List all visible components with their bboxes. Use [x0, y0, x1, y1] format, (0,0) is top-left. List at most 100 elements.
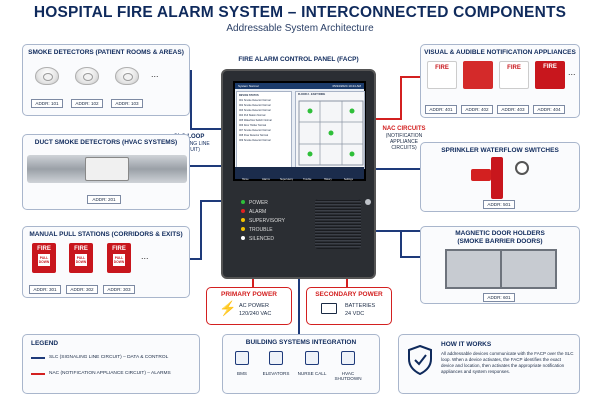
more-devices-ellipsis: ... — [568, 67, 576, 77]
elevators-label: ELEVATORS — [262, 371, 290, 376]
legend-title: LEGEND — [31, 340, 59, 347]
secondary-power-line — [346, 279, 348, 287]
horn-strobe-icon: FIRE — [535, 61, 565, 89]
smoke-detector-icon — [75, 67, 99, 85]
device-row[interactable]: 003 Smoke Detector Normal — [239, 109, 271, 112]
smoke-detector-icon — [115, 67, 139, 85]
duct-detectors-title: DUCT SMOKE DETECTORS (HVAC SYSTEMS) — [34, 139, 178, 146]
fire-alarm-control-panel: System Normal 05/24/2024 10:24 AM DEVICE… — [221, 69, 376, 279]
secondary-power-title: SECONDARY POWER — [315, 291, 383, 298]
power-led-icon — [241, 200, 245, 204]
nav-supervisory[interactable]: Supervisory — [279, 178, 294, 181]
led-trouble: TROUBLE — [241, 226, 273, 235]
address-tag: ADDR: 301 — [29, 285, 61, 294]
smoke-detector-icon — [35, 67, 59, 85]
device-row[interactable]: 002 Smoke Detector Normal — [239, 104, 271, 107]
address-tag: ADDR: 601 — [483, 293, 515, 302]
facp-screen[interactable]: System Normal 05/24/2024 10:24 AM DEVICE… — [233, 81, 366, 181]
pull-stations-panel: MANUAL PULL STATIONS (CORRIDORS & EXITS)… — [22, 226, 190, 298]
device-list-header: DEVICE STATUS — [239, 94, 259, 97]
device-row[interactable]: 006 Door Holder Normal — [239, 124, 267, 127]
horn-strobe-icon: FIRE — [499, 61, 529, 89]
nav-history[interactable]: History — [323, 178, 332, 181]
silenced-led-icon — [241, 236, 245, 240]
flow-switch-icon — [471, 169, 491, 181]
floor-plan-icon — [298, 100, 364, 166]
battery-icon — [321, 303, 337, 314]
address-tag: ADDR: 102 — [71, 99, 103, 108]
building-systems-title: BUILDING SYSTEMS INTEGRATION — [245, 339, 357, 346]
sprinkler-pipe-icon — [491, 157, 503, 199]
nac-line-top — [400, 76, 420, 78]
nac-circuits-label: NAC CIRCUITS (NOTIFICATION APPLIANCE CIR… — [382, 126, 426, 151]
slc-line-pull-join — [200, 200, 222, 202]
address-tag: ADDR: 303 — [103, 285, 135, 294]
speaker-grille — [315, 199, 361, 249]
address-tag: ADDR: 103 — [111, 99, 143, 108]
nav-alarms[interactable]: Alarms — [262, 178, 270, 181]
legend-nac-swatch — [31, 373, 45, 375]
device-status-list: DEVICE STATUS 001 Smoke Detector Normal … — [236, 91, 292, 169]
led-supervisory: SUPERVISORY — [241, 217, 285, 226]
pressure-gauge-icon — [515, 161, 529, 175]
primary-power-line — [252, 279, 254, 287]
smoke-detectors-title: SMOKE DETECTORS (PATIENT ROOMS & AREAS) — [28, 49, 184, 56]
smoke-detectors-panel: SMOKE DETECTORS (PATIENT ROOMS & AREAS) … — [22, 44, 190, 116]
shield-check-icon — [408, 345, 432, 375]
address-tag: ADDR: 302 — [66, 285, 98, 294]
address-tag: ADDR: 101 — [31, 99, 63, 108]
system-status: System Normal — [238, 84, 259, 88]
supervisory-led-icon — [241, 218, 245, 222]
slc-line-pull-v — [200, 200, 202, 260]
slc-line-door — [376, 230, 420, 232]
legend-panel: LEGEND SLC (SIGNALING LINE CIRCUIT) – DA… — [22, 334, 200, 394]
floor-map[interactable]: FLOOR 2 - EAST WING — [295, 91, 365, 169]
device-row[interactable]: 004 Pull Station Normal — [239, 114, 266, 117]
primary-power-title: PRIMARY POWER — [221, 291, 277, 298]
slc-line-smoke — [190, 70, 192, 130]
notification-title: VISUAL & AUDIBLE NOTIFICATION APPLIANCES — [424, 49, 576, 56]
address-tag: ADDR: 403 — [497, 105, 529, 114]
key-lock-icon[interactable] — [365, 199, 371, 205]
hvac-shutdown-label: HVAC SHUTDOWN — [334, 371, 362, 381]
batteries-value: 24 VDC — [345, 311, 365, 317]
elevator-icon — [269, 351, 283, 365]
pull-stations-title: MANUAL PULL STATIONS (CORRIDORS & EXITS) — [29, 231, 183, 238]
how-it-works-title: HOW IT WORKS — [441, 341, 492, 348]
slc-line-bs — [298, 279, 300, 334]
legend-slc-swatch — [31, 357, 45, 359]
legend-nac-label: NAC (NOTIFICATION APPLIANCE CIRCUIT) – A… — [49, 371, 171, 376]
nav-trouble[interactable]: Trouble — [302, 178, 312, 181]
secondary-power-panel: SECONDARY POWER BATTERIES 24 VDC — [306, 287, 392, 325]
nurse-call-icon — [305, 351, 319, 365]
nav-settings[interactable]: Settings — [343, 178, 353, 181]
hvac-icon — [341, 351, 355, 365]
slc-line-pull-h — [190, 258, 202, 260]
horn-strobe-icon: FIRE — [427, 61, 457, 89]
nac-line-v — [400, 76, 402, 120]
led-silenced: SILENCED — [241, 235, 274, 244]
device-row[interactable]: 009 Smoke Detector Normal — [239, 139, 271, 142]
device-row[interactable]: 005 Waterflow Switch Normal — [239, 119, 272, 122]
how-it-works-body: All addressable devices communicate with… — [441, 351, 574, 374]
more-devices-ellipsis: ... — [151, 69, 159, 79]
duct-detector-icon — [85, 157, 129, 181]
device-row[interactable]: 007 Smoke Detector Normal — [239, 129, 271, 132]
address-tag: ADDR: 201 — [87, 195, 121, 204]
batteries-label: BATTERIES — [345, 303, 376, 309]
facp-nav-bar: Home Alarms Supervisory Trouble History Setti… — [235, 167, 364, 181]
nav-home[interactable]: Home — [241, 178, 249, 181]
legend-slc-label: SLC (SIGNALING LINE CIRCUIT) – DATA & CO… — [49, 355, 169, 360]
device-row[interactable]: 001 Smoke Detector Normal — [239, 99, 271, 102]
device-row[interactable]: 008 Flow Detector Normal — [239, 134, 269, 137]
strobe-icon — [463, 61, 493, 89]
slc-line-door-h — [400, 256, 420, 258]
slc-line-duct — [190, 165, 222, 167]
address-tag: ADDR: 402 — [461, 105, 493, 114]
how-it-works-panel: HOW IT WORKS All addressable devices com… — [398, 334, 580, 394]
page-subtitle: Addressable System Architecture — [226, 23, 374, 34]
more-devices-ellipsis: ... — [141, 251, 149, 261]
slc-line-smoke-h — [190, 128, 222, 130]
